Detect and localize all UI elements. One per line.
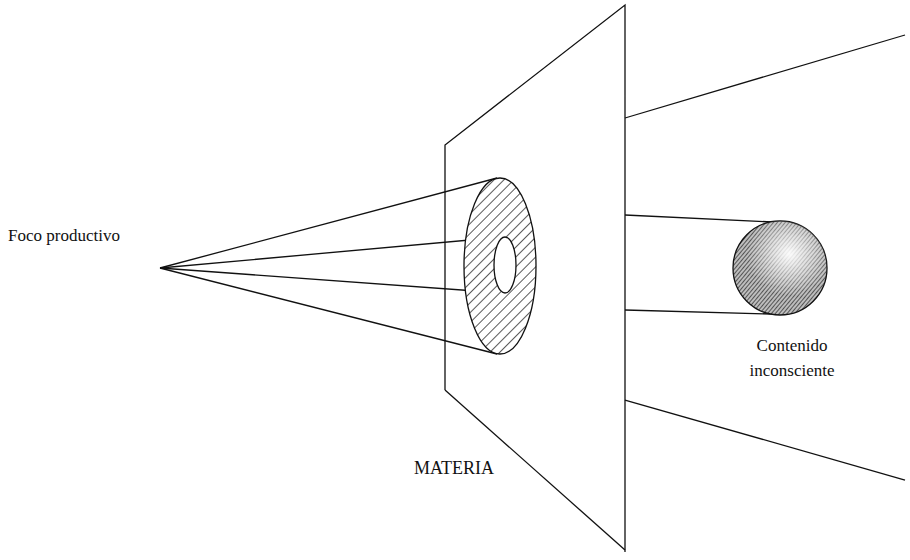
cone-continuation [625,400,905,480]
plane-label: MATERIA [414,455,514,481]
inner-cone-edge [160,268,503,293]
focus-label: Foco productivo [8,224,126,249]
hatched-ring [464,178,536,354]
cone-edge [160,178,497,268]
ring-hole [494,237,516,293]
hatched-sphere [733,221,827,315]
cone-continuation [625,35,905,118]
sphere-label: Contenido inconsciente [722,334,862,383]
sphere-beam [625,215,772,222]
sphere-highlight [733,221,827,315]
inner-cone-edge [160,237,503,268]
sphere-beam [625,310,772,314]
